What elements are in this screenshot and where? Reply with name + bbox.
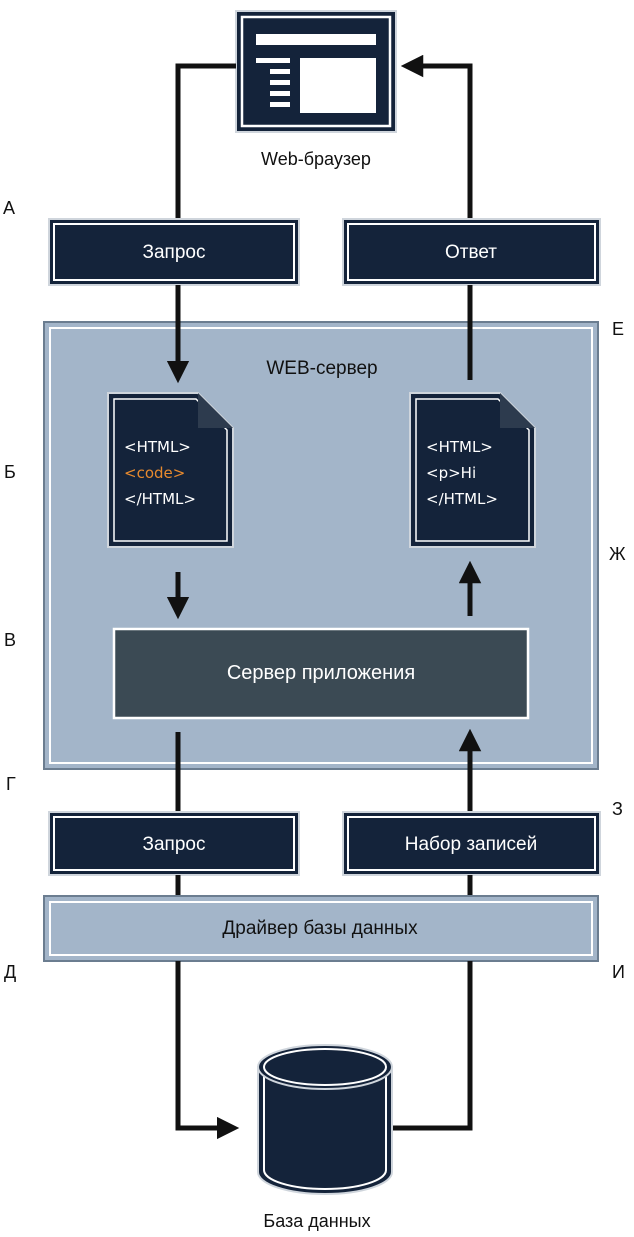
request-box-top: Запрос [48,218,300,286]
request-box-bottom: Запрос [48,811,300,876]
driver-label: Драйвер базы данных [222,918,418,939]
doc-left-line2: <code> [124,464,185,482]
arrow-response-to-browser [400,54,473,219]
html-document-right-icon [409,392,536,548]
step-label-e: Е [612,319,624,339]
recordset-label: Набор записей [405,834,537,855]
step-label-d: Д [4,962,16,982]
request-bottom-label: Запрос [143,834,206,855]
web-server-label: WEB-сервер [266,358,377,379]
recordset-box: Набор записей [342,811,601,876]
step-label-g: Г [6,774,16,794]
doc-right-line3: </HTML> [426,490,498,508]
step-label-v: В [4,630,16,650]
database-label: База данных [263,1211,370,1231]
doc-right-line1: <HTML> [426,438,493,456]
browser-label: Web-браузер [261,149,371,169]
response-box-top: Ответ [342,218,601,286]
step-label-z: З [612,799,623,819]
step-label-i: И [612,962,625,982]
doc-left-line3: </HTML> [124,490,196,508]
step-label-b: Б [4,462,16,482]
arrow-driver-to-database [175,961,240,1140]
database-cylinder-icon [257,1044,393,1195]
step-label-a: А [3,198,15,218]
browser-window-icon [235,10,397,133]
request-top-label: Запрос [143,242,206,263]
app-server-box: Сервер приложения [112,627,530,720]
database-driver-bar: Драйвер базы данных [43,895,599,962]
doc-right-line2: <p>Hi [426,464,476,482]
step-label-zh: Ж [609,544,626,564]
connector-browser-to-request [175,63,236,219]
html-document-left-icon [107,392,234,548]
response-top-label: Ответ [445,242,497,263]
doc-left-line1: <HTML> [124,438,191,456]
app-server-label: Сервер приложения [227,662,415,684]
connector-database-to-driver [392,961,473,1131]
